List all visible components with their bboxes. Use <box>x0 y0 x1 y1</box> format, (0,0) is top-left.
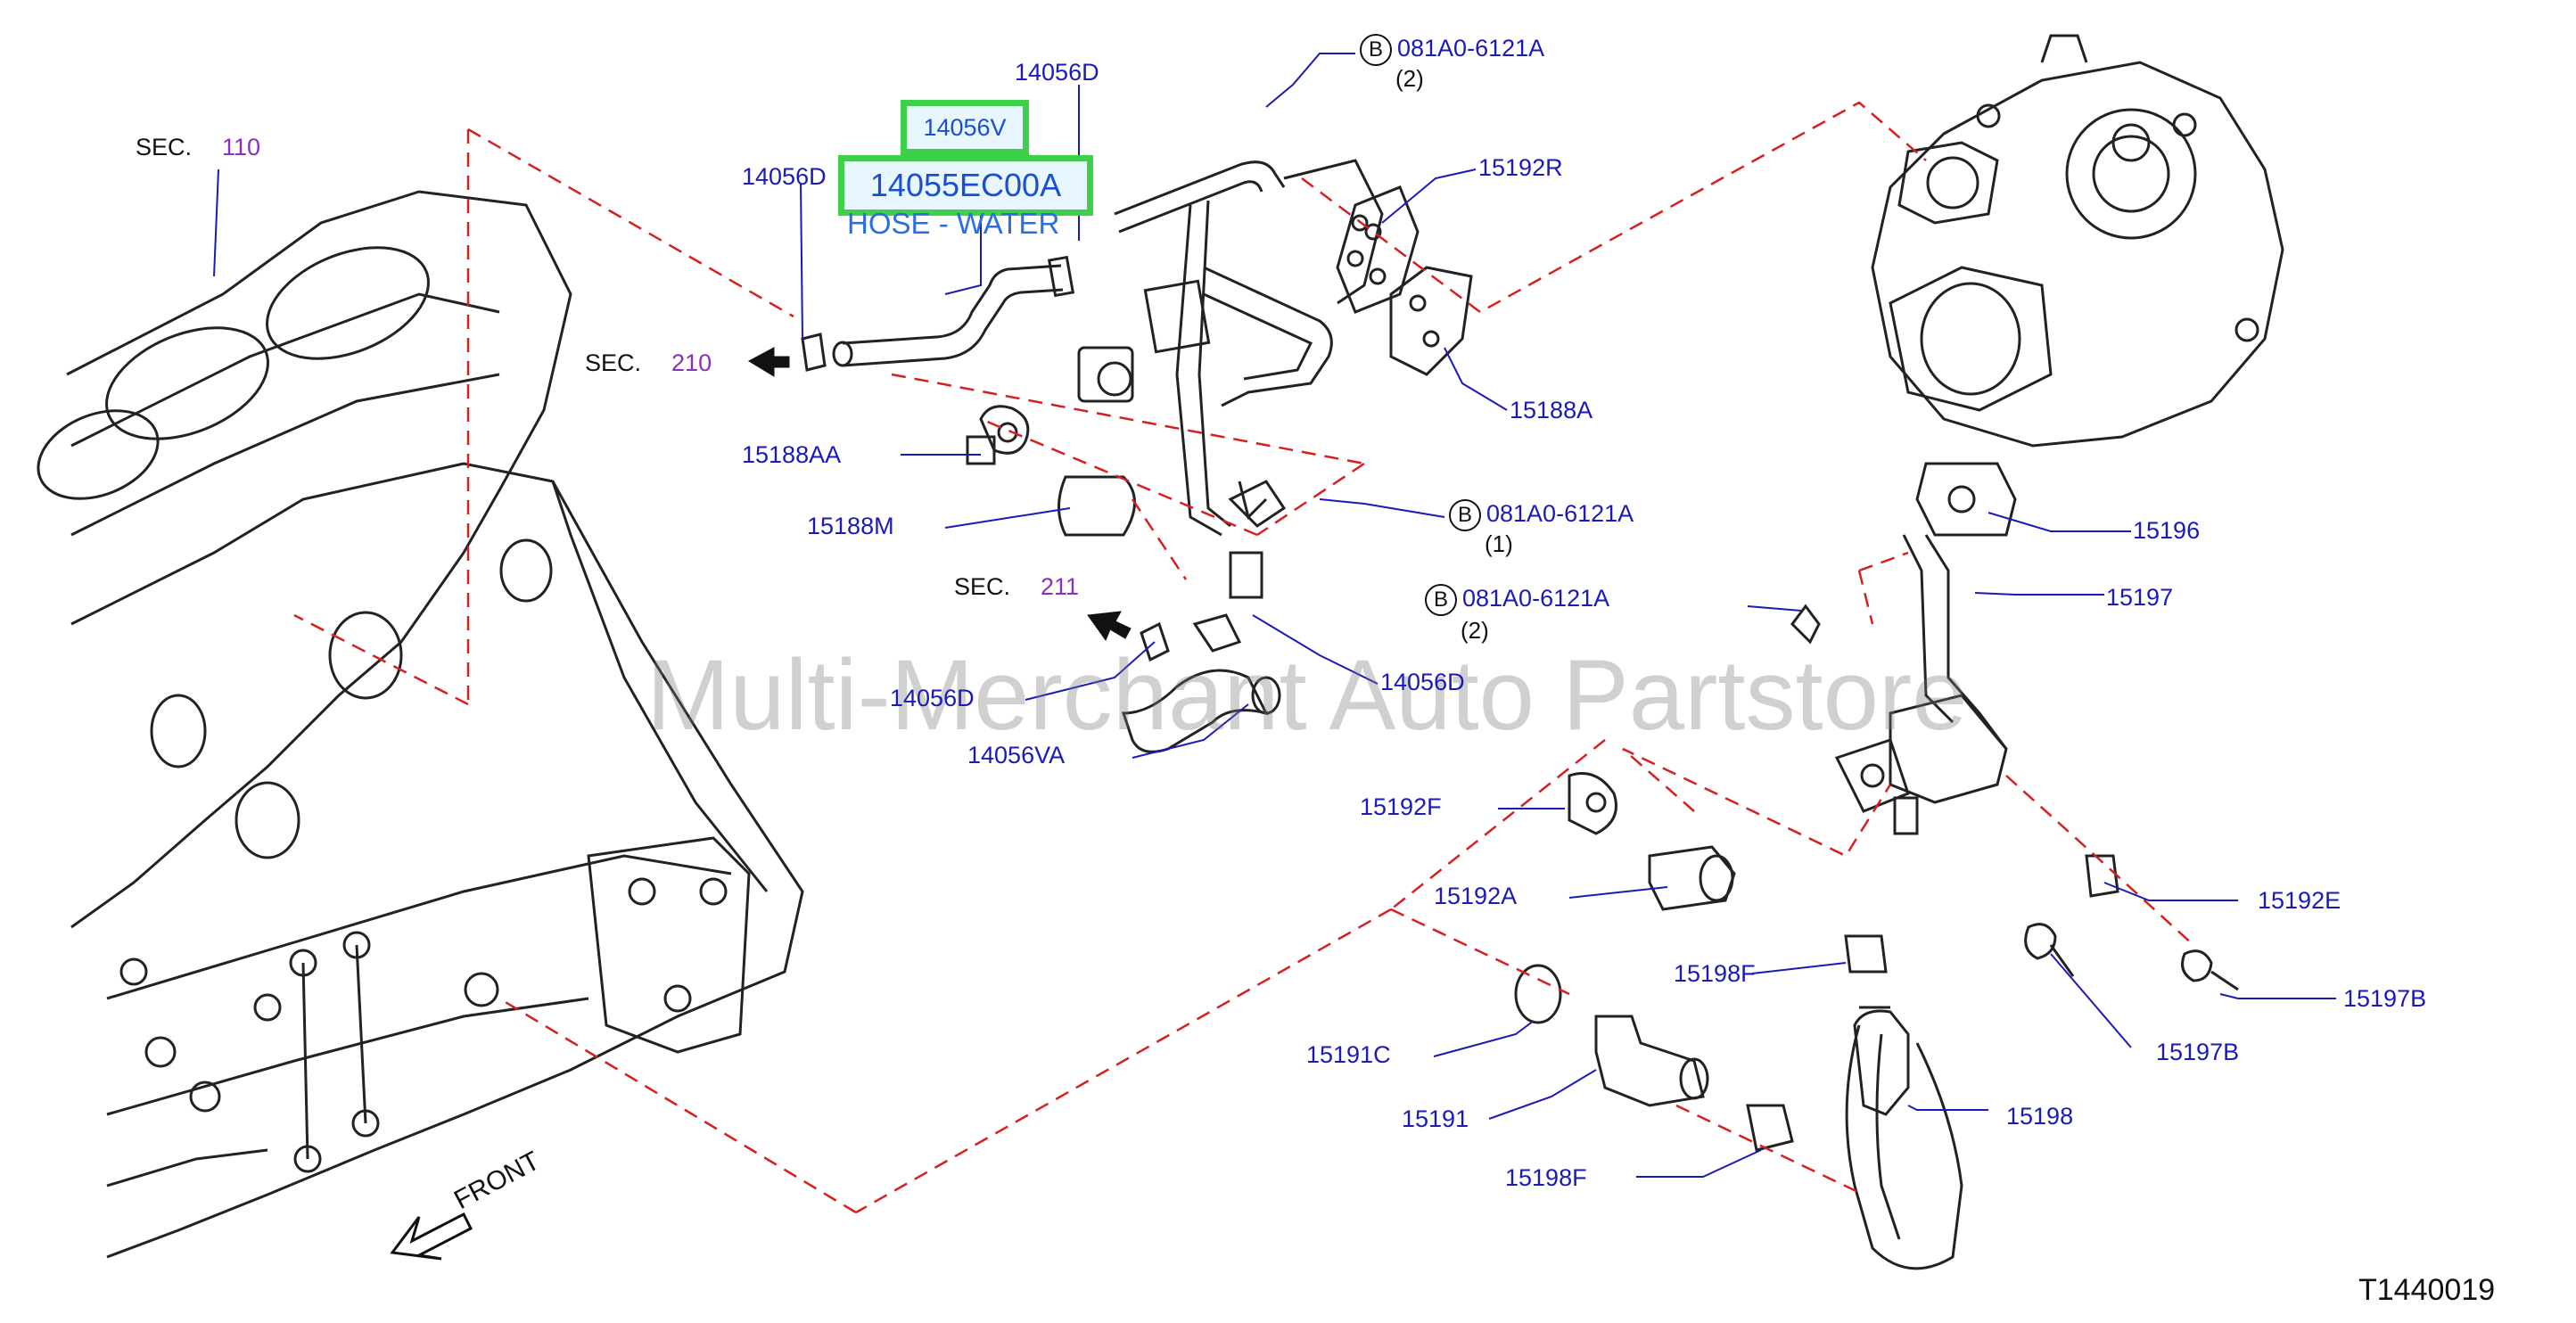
fittings-drawing <box>966 405 1281 753</box>
bolt-qty: (2) <box>1395 65 1424 92</box>
bolt-marker-icon: B <box>1425 584 1457 616</box>
part-label[interactable]: 15188M <box>807 513 894 539</box>
part-label[interactable]: 15192R <box>1478 154 1563 181</box>
section-ref-110[interactable]: SEC.110 <box>136 134 261 160</box>
highlight-part-small[interactable]: 14056V <box>901 100 1029 155</box>
part-label[interactable]: 14056D <box>1015 59 1099 86</box>
water-hose-drawing <box>801 255 1075 372</box>
part-label[interactable]: 14056D <box>890 685 975 711</box>
lower-hose-drawings <box>1228 480 2239 1270</box>
part-label[interactable]: 15192F <box>1360 793 1442 820</box>
bolt-qty: (1) <box>1485 530 1513 557</box>
part-label[interactable]: 15188AA <box>742 441 842 468</box>
part-label[interactable]: 14056VA <box>967 742 1066 768</box>
bolt-marker-icon: B <box>1449 499 1481 531</box>
diagram-code: T1440019 <box>2358 1273 2496 1307</box>
part-label[interactable]: 15192E <box>2258 887 2341 914</box>
part-label[interactable]: 15191C <box>1306 1041 1391 1068</box>
turbocharger-drawing <box>1871 34 2284 537</box>
front-arrow-icon <box>390 1212 473 1261</box>
section-ref-211[interactable]: SEC.211 <box>954 573 1080 600</box>
part-label[interactable]: 15196 <box>2133 517 2201 544</box>
part-label[interactable]: 15198 <box>2006 1103 2074 1130</box>
water-tube-drawing <box>1077 159 1384 599</box>
bolt-marker-icon: B <box>1360 34 1392 66</box>
highlight-description: HOSE - WATER <box>847 207 1060 240</box>
bolt-qty: (2) <box>1461 617 1489 644</box>
part-label[interactable]: 15197B <box>2156 1039 2240 1065</box>
watermark: Multi-Merchant Auto Partstore <box>646 639 1968 751</box>
engine-block-drawing <box>37 190 804 1259</box>
part-label[interactable]: 15197B <box>2343 985 2427 1012</box>
leader-lines <box>213 53 2336 1178</box>
part-label[interactable]: 14056D <box>742 163 827 190</box>
phantom-lines <box>293 101 2194 1214</box>
part-label[interactable]: 15191 <box>1402 1105 1469 1132</box>
gasket-drawings <box>1336 185 1473 376</box>
part-label[interactable]: 15188A <box>1510 397 1593 423</box>
part-label[interactable]: 15198F <box>1674 960 1756 987</box>
highlight-part-main[interactable]: 14055EC00A <box>838 155 1093 216</box>
direction-arrows <box>747 347 1132 642</box>
part-label[interactable]: 14056D <box>1380 669 1465 695</box>
part-label[interactable]: 15198F <box>1505 1164 1587 1191</box>
part-label[interactable]: 15197 <box>2106 584 2174 611</box>
section-ref-210[interactable]: SEC.210 <box>585 349 712 376</box>
part-label[interactable]: 15192A <box>1434 883 1518 909</box>
